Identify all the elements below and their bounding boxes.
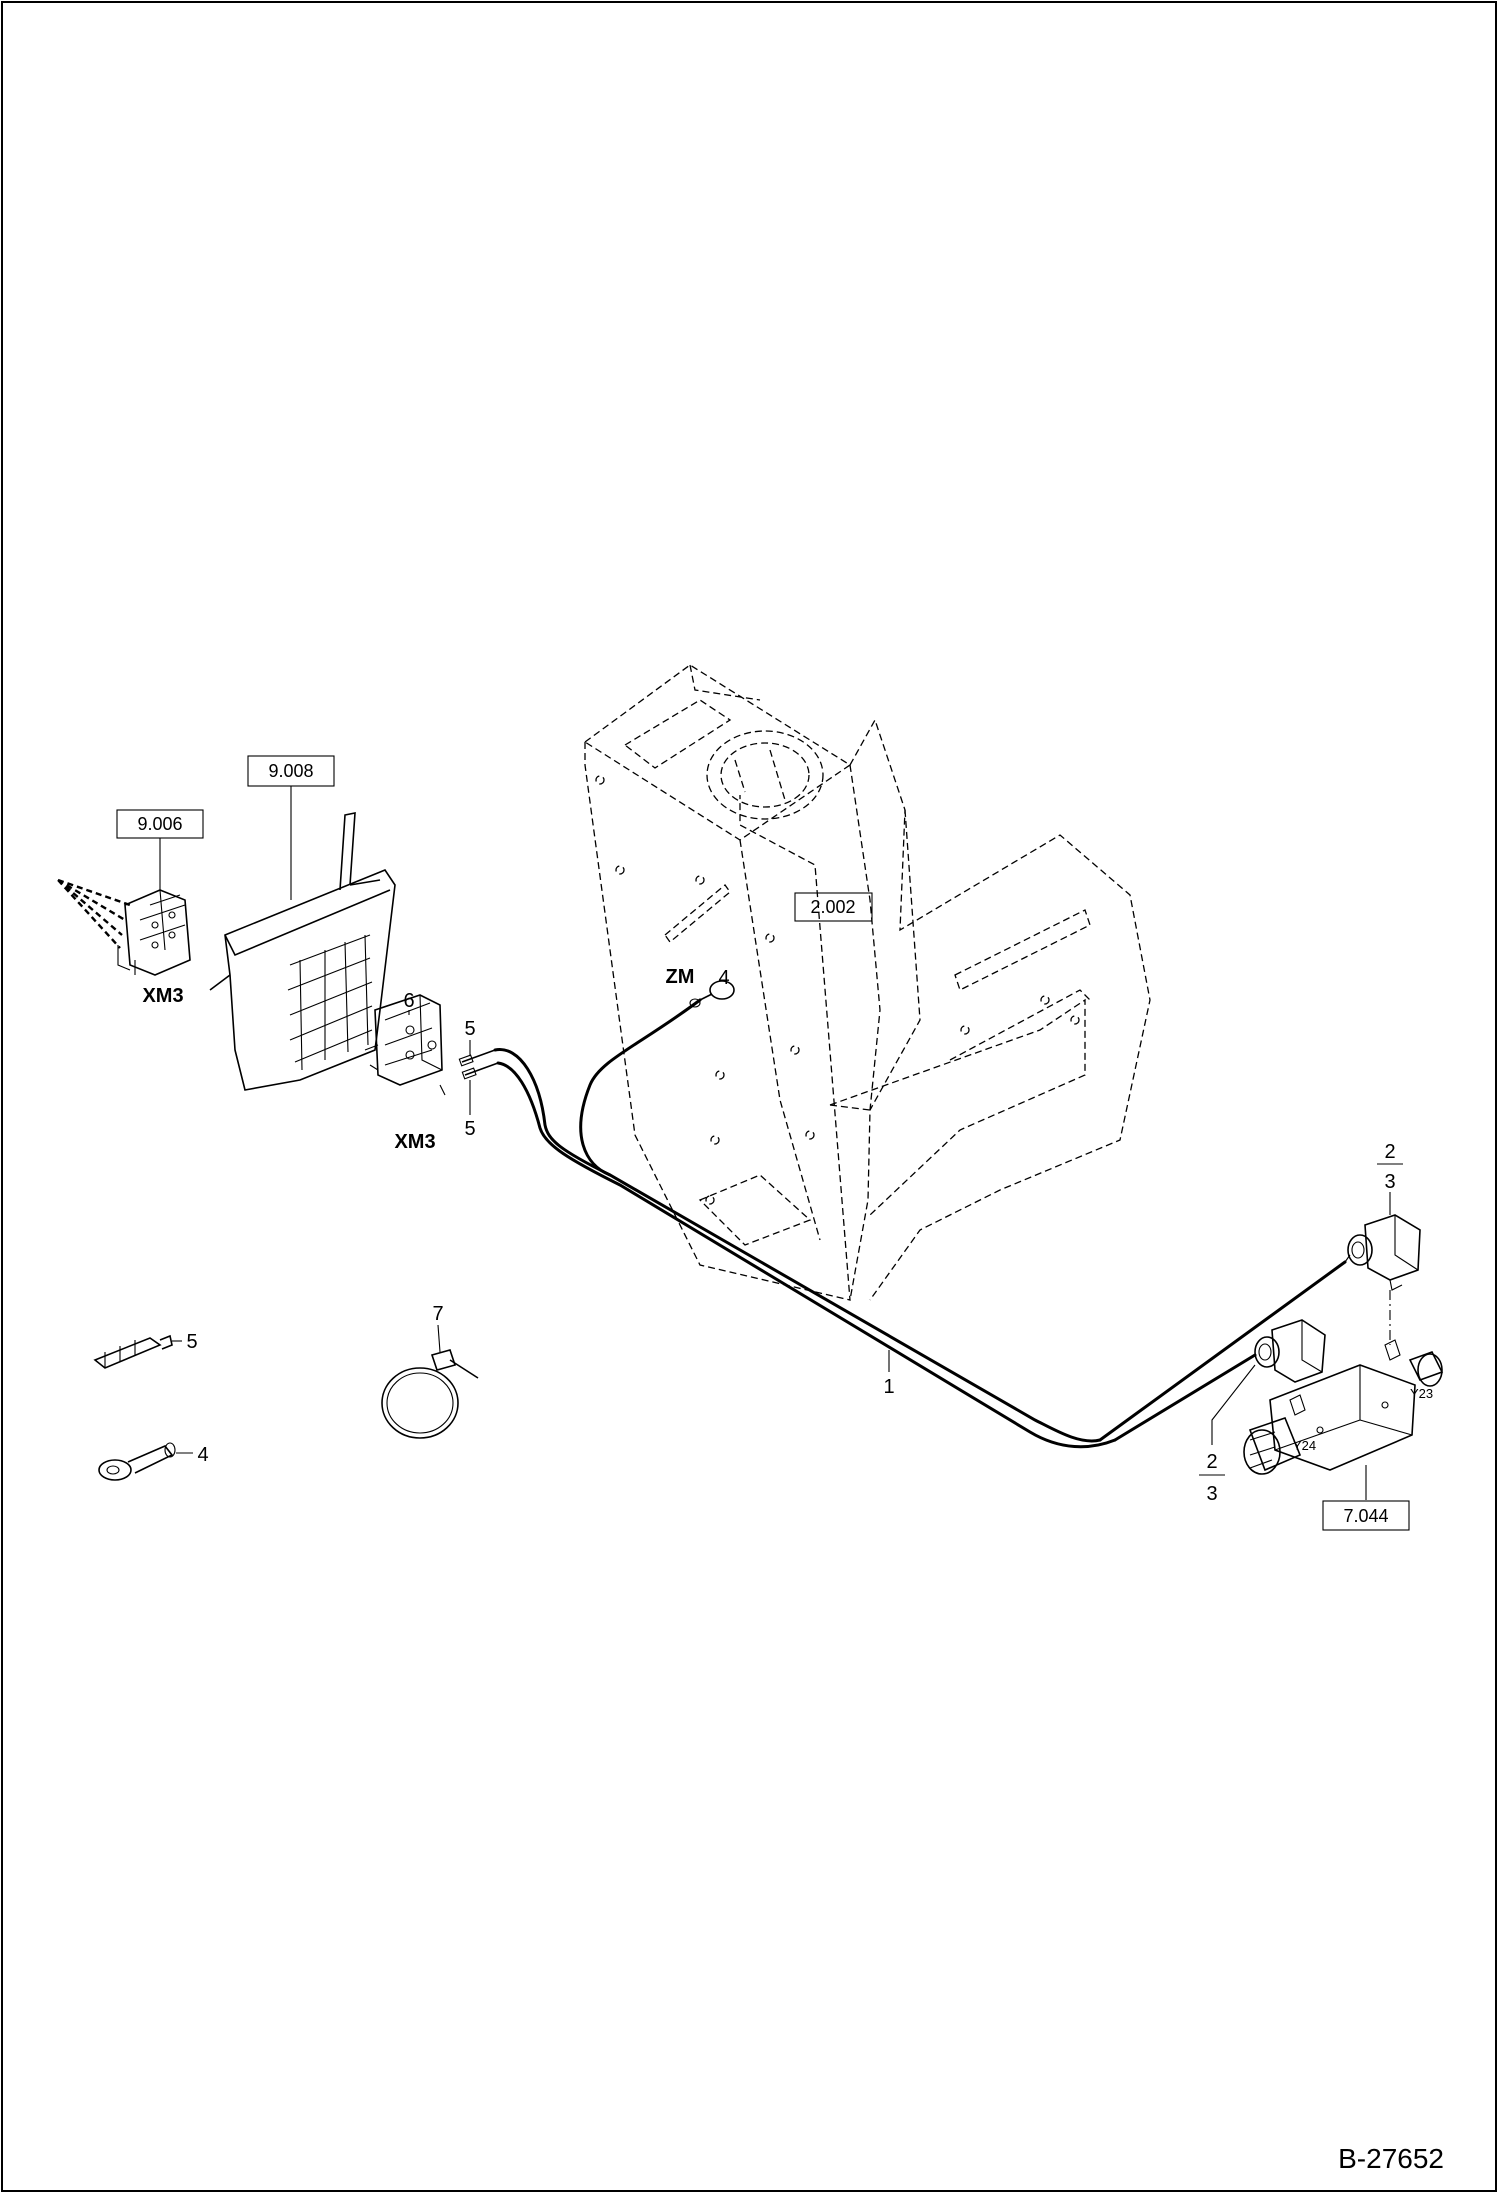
connector-block-left [57, 878, 191, 976]
item-5-lower-label: 5 [464, 1118, 475, 1140]
xm3-lower-label: XM3 [394, 1131, 435, 1153]
item-5-loose-label: 5 [186, 1331, 197, 1353]
frame-ref-box [794, 892, 873, 922]
loose-pin-terminal [93, 1334, 173, 1369]
item-4-loose-label: 4 [197, 1444, 208, 1466]
ground-zm-label: ZM [666, 966, 695, 988]
item-6-label: 6 [403, 990, 414, 1012]
ground-ring-terminal [689, 980, 735, 1008]
xm3-upper-label: XM3 [142, 985, 183, 1007]
connector-ref-label: 9.006 [137, 814, 182, 834]
loose-ring-terminal [98, 1442, 176, 1481]
frame-outline [584, 664, 1151, 1301]
drawing-number: B-27652 [1338, 2143, 1444, 2174]
item-3-lower-label: 3 [1206, 1483, 1217, 1505]
solenoid-plug-lower [1254, 1319, 1326, 1383]
solenoid-y24-label: Y24 [1293, 1438, 1316, 1453]
wiring-cable [493, 998, 1347, 1449]
panel-ref-label: 9.008 [268, 761, 313, 781]
frame-ref-label: 2.002 [810, 897, 855, 917]
item-2-upper-label: 2 [1384, 1141, 1395, 1163]
item-2-lower-label: 2 [1206, 1451, 1217, 1473]
item-5-upper-label: 5 [464, 1018, 475, 1040]
item-4-ground-label: 4 [718, 967, 729, 989]
solenoid-plug-upper [1344, 1214, 1421, 1291]
solenoid-y23-label: Y23 [1410, 1386, 1433, 1401]
pin-terminals [458, 1049, 499, 1080]
directional-valve [1243, 1339, 1444, 1475]
control-panel-bracket [209, 812, 396, 1091]
plug-lower-leader [1211, 1364, 1256, 1445]
cable-tie [381, 1349, 479, 1439]
valve-ref-label: 7.044 [1343, 1506, 1388, 1526]
connector-housing [364, 994, 446, 1096]
item-3-upper-label: 3 [1384, 1171, 1395, 1193]
item-1-label: 1 [883, 1376, 894, 1398]
valve-ref-box [1322, 1500, 1410, 1531]
item-7-label: 7 [432, 1303, 443, 1325]
